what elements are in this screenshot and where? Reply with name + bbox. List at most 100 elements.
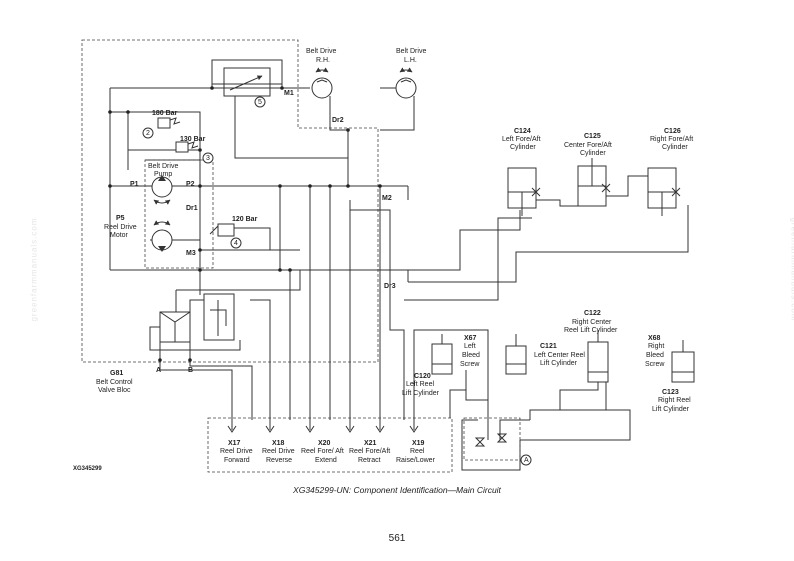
- label-dr3: Dr3: [384, 283, 396, 290]
- valve-block-boundary: [81, 39, 379, 363]
- reel-drive-motor: [151, 220, 173, 252]
- cylinder-c125: [536, 158, 611, 207]
- label-180bar: 180 Bar: [152, 110, 178, 117]
- label-x17-1: Reel Drive: [220, 448, 253, 455]
- cylinder-c126: [606, 167, 681, 216]
- callout-2-text: 2: [146, 130, 150, 137]
- label-pump-2: Pump: [154, 171, 172, 178]
- label-x68: X68: [648, 335, 661, 342]
- lift-valve-block: [463, 417, 521, 461]
- label-c125: C125: [584, 133, 601, 140]
- label-port-b: B: [188, 367, 193, 374]
- label-x68-2: Bleed: [646, 352, 664, 359]
- connector-symbols: [227, 420, 419, 433]
- doc-id: XG345299: [73, 466, 102, 472]
- label-x67-2: Bleed: [462, 352, 480, 359]
- label-c124-2: Cylinder: [510, 144, 536, 151]
- label-belt-rh: Belt Drive: [306, 48, 336, 55]
- cylinder-c120: [431, 334, 453, 375]
- pump-dashed-box: [144, 159, 214, 269]
- cylinder-c121: [505, 334, 527, 375]
- label-x20-1: Reel Fore/ Aft: [301, 448, 344, 455]
- label-x21: X21: [364, 440, 377, 447]
- label-c125-2: Cylinder: [580, 150, 606, 157]
- label-p5-2: Motor: [110, 232, 129, 239]
- belt-drive-rh-motor: [311, 67, 333, 99]
- callout-a: [520, 454, 532, 466]
- label-c125-1: Center Fore/Aft: [564, 142, 612, 149]
- label-x18-1: Reel Drive: [262, 448, 295, 455]
- label-m2: M2: [382, 195, 392, 202]
- label-c124-1: Left Fore/Aft: [502, 136, 541, 143]
- label-g81-1: Belt Control: [96, 379, 133, 386]
- pipe-network: [109, 72, 415, 420]
- label-x18: X18: [272, 440, 285, 447]
- label-port-a: A: [156, 367, 161, 374]
- label-p5-1: Reel Drive: [104, 224, 137, 231]
- label-m3: M3: [186, 250, 196, 257]
- label-c121: C121: [540, 343, 557, 350]
- junction-nodes: [108, 86, 382, 272]
- label-x21-1: Reel Fore/Aft: [349, 448, 390, 455]
- callout-5-text: 5: [258, 99, 262, 106]
- belt-drive-lh-motor: [395, 67, 417, 99]
- label-c120-1: Left Reel: [406, 381, 434, 388]
- label-c121-2: Lift Cylinder: [540, 360, 578, 367]
- label-g81: G81: [110, 370, 123, 377]
- cylinder-c122: [587, 330, 609, 383]
- label-x68-3: Screw: [645, 361, 665, 368]
- label-c123-2: Lift Cylinder: [652, 406, 690, 413]
- label-x67-1: Left: [464, 343, 476, 350]
- label-x17: X17: [228, 440, 241, 447]
- label-x21-2: Retract: [358, 457, 381, 464]
- label-c120: C120: [414, 373, 431, 380]
- label-c123: C123: [662, 389, 679, 396]
- valve-5-box: [223, 67, 271, 97]
- relief-valve-180: [142, 117, 181, 139]
- label-c126: C126: [664, 128, 681, 135]
- label-g81-2: Valve Bloc: [98, 387, 131, 394]
- label-belt-lh: Belt Drive: [396, 48, 426, 55]
- label-x19-2: Raise/Lower: [396, 457, 436, 464]
- label-c123-1: Right Reel: [658, 397, 691, 404]
- label-130bar: 130 Bar: [180, 136, 206, 143]
- label-dr1: Dr1: [186, 205, 198, 212]
- label-p5: P5: [116, 215, 125, 222]
- label-x18-2: Reverse: [266, 457, 292, 464]
- label-c122-1: Right Center: [572, 319, 612, 326]
- label-belt-lh-2: L.H.: [404, 57, 417, 64]
- page-number: 561: [388, 533, 406, 544]
- cylinder-lines: [349, 200, 689, 471]
- label-pump-1: Belt Drive: [148, 163, 178, 170]
- label-x67: X67: [464, 335, 477, 342]
- label-dr2: Dr2: [332, 117, 344, 124]
- label-x67-3: Screw: [460, 361, 480, 368]
- label-c122-2: Reel Lift Cylinder: [564, 327, 618, 334]
- callout-3-text: 3: [206, 155, 210, 162]
- label-120bar: 120 Bar: [232, 216, 258, 223]
- label-x20: X20: [318, 440, 331, 447]
- label-x20-2: Extend: [315, 457, 337, 464]
- label-c124: C124: [514, 128, 531, 135]
- label-c122: C122: [584, 310, 601, 317]
- label-p1: P1: [130, 181, 139, 188]
- label-m1: M1: [284, 90, 294, 97]
- label-x68-1: Right: [648, 343, 664, 350]
- cylinder-c123: [671, 340, 695, 383]
- label-x19-1: Reel: [410, 448, 425, 455]
- label-c121-1: Left Center Reel: [534, 352, 585, 359]
- label-x19: X19: [412, 440, 425, 447]
- callout-a-text: A: [524, 457, 529, 464]
- callout-4-text: 4: [234, 240, 238, 247]
- directional-valve: [149, 290, 241, 351]
- label-p2: P2: [186, 181, 195, 188]
- connector-block: [207, 417, 453, 473]
- relief-valve-130: [175, 141, 214, 164]
- label-c120-2: Lift Cylinder: [402, 390, 440, 397]
- label-x17-2: Forward: [224, 457, 250, 464]
- label-belt-rh-2: R.H.: [316, 57, 330, 64]
- valve-120-bar: [209, 223, 242, 249]
- lift-check-valves: [474, 433, 508, 447]
- belt-drive-pump: [151, 175, 173, 205]
